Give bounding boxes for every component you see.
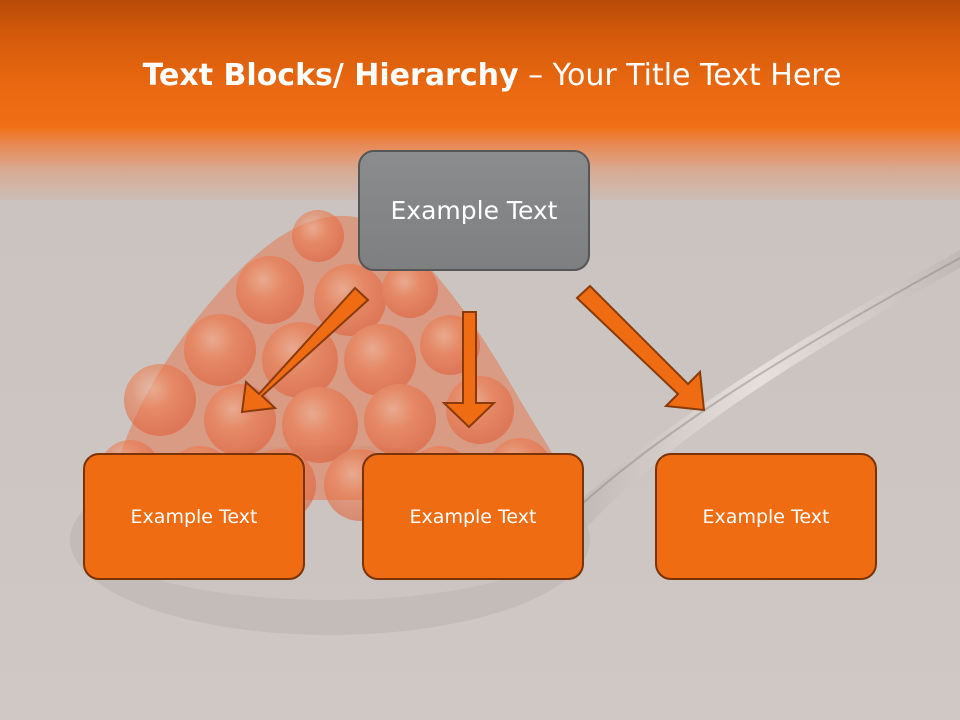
title-bold: Text Blocks/ Hierarchy (142, 58, 519, 93)
root-node-label: Example Text (390, 196, 558, 225)
child-node-label: Example Text (130, 505, 258, 528)
child-node-3: Example Text (655, 453, 877, 580)
child-node-label: Example Text (409, 505, 537, 528)
child-node-1: Example Text (83, 453, 305, 580)
slide-title: Text Blocks/ Hierarchy – Your Title Text… (0, 50, 960, 102)
arrow-down-icon (441, 311, 497, 429)
title-separator: – (518, 58, 553, 93)
root-node: Example Text (358, 150, 590, 271)
child-node-label: Example Text (702, 505, 830, 528)
arrow-right-icon (575, 284, 706, 412)
arrow-left-icon (240, 286, 370, 414)
child-node-2: Example Text (362, 453, 584, 580)
title-regular: Your Title Text Here (552, 58, 842, 93)
